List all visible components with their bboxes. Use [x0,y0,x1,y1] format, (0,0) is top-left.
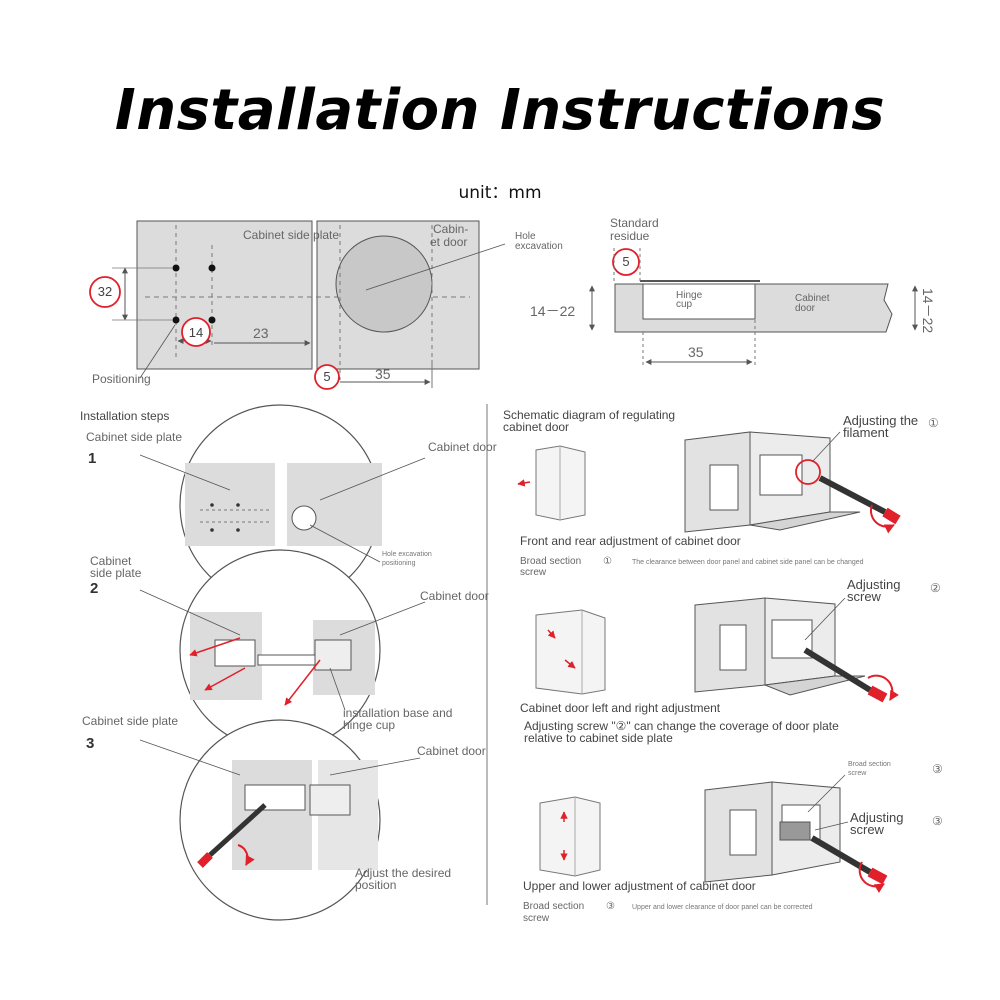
label-hole-1: Hole [515,231,536,242]
step2-base-2: hinge cup [343,718,396,732]
r3-note-2: screw [523,913,550,924]
label-cup: cup [676,299,693,310]
r3-callout-2: screw [850,822,884,837]
step2-side-plate-1: Cabinet [90,554,132,568]
r1-caption: Front and rear adjustment of cabinet doo… [520,534,741,548]
dim-23: 23 [253,325,269,341]
step2-side-plate-2: side plate [90,566,142,580]
r1-note-num: ① [603,556,612,567]
regulating-heading-2: cabinet door [503,420,570,434]
r3-note-num: ③ [606,901,615,912]
dim-5-badge [612,248,640,276]
r2-caption: Cabinet door left and right adjustment [520,701,721,715]
step1-side-plate: Cabinet side plate [86,430,183,444]
step3-illustration [139,719,421,921]
page-title: Installation Instructions [114,78,886,143]
r3-callout-num: ③ [932,814,943,828]
dim-5-section: 5 [622,254,630,269]
r1-callout-1: Adjusting the [843,413,919,428]
r2-note-1: Adjusting screw "②" can change the cover… [524,719,839,733]
label-residue: residue [610,229,650,243]
label-hole-2: excavation [515,241,563,252]
label-positioning: Positioning [92,372,151,386]
label-standard: Standard [610,216,659,230]
step3-number: 3 [86,735,95,752]
step3-adjust-2: position [355,878,397,892]
dim-14-22-left: 14－22 [530,303,576,319]
r3-broad-num: ③ [932,762,943,776]
r3-caption: Upper and lower adjustment of cabinet do… [523,879,756,893]
cabinet-side-plate-panel [136,220,313,370]
dim-14-badge [181,317,211,347]
dim-14: 14 [188,325,204,340]
installation-steps-heading: Installation steps [80,409,170,423]
hinge-illustration-1 [684,431,901,534]
dim-32: 32 [97,284,113,299]
step3-adjust-1: Adjust the desired [355,866,452,880]
label-cabinet-door-1: Cabin- [433,222,469,236]
r3-broad-2: screw [848,770,867,777]
label-cabinet-side-plate: Cabinet side plate [243,228,340,242]
label-cabinet-door-2: et door [430,235,468,249]
step1-illustration [139,404,426,606]
r1-note-2: screw [520,567,547,578]
step3-side-plate: Cabinet side plate [82,714,179,728]
r2-callout-num: ② [930,581,941,595]
r3-broad-1: Broad section [848,761,891,768]
screw-hole-dot [172,264,180,272]
regulating-box-3 [539,796,601,877]
screw-hole-dot [208,264,216,272]
step1-number: 1 [88,450,97,467]
r1-callout-2: filament [843,425,889,440]
step2-number: 2 [90,580,99,597]
r3-callout-1: Adjusting [850,810,904,825]
r3-note-small: Upper and lower clearance of door panel … [632,904,813,911]
screw-hole-dot [172,316,180,324]
step1-hole-2: positioning [382,560,416,567]
section-diagram [589,248,918,368]
top-plate-diagram [89,220,506,390]
label-hinge: Hinge [676,290,703,301]
hinge-illustration-3 [704,774,888,893]
r1-callout-num: ① [928,416,939,430]
step1-door: Cabinet door [428,440,497,454]
r2-callout-1: Adjusting [847,577,901,592]
regulating-heading-1: Schematic diagram of regulating [503,408,676,422]
dim-14-22-right: 14－22 [920,288,936,334]
hinge-cup-section [642,283,756,320]
r3-note-1: Broad section [523,901,585,912]
dim-32-badge [89,276,121,308]
screw-hole-dot [208,316,216,324]
regulating-box-1 [517,445,586,521]
dim-5-badge [314,364,340,390]
dim-35-section: 35 [688,344,704,360]
step2-base-1: installation base and [343,706,453,720]
step1-hole-1: Hole excavation [382,551,432,558]
r2-callout-2: screw [847,589,881,604]
unit-label: unit：mm [458,183,542,203]
hinge-illustration-2 [694,597,899,703]
step3-door: Cabinet door [417,744,486,758]
label-section-door: door [795,303,816,314]
r1-note-small: The clearance between door panel and cab… [632,559,864,566]
r1-note-1: Broad section [520,556,582,567]
step2-door: Cabinet door [420,589,489,603]
dim-35-top: 35 [375,366,391,382]
r2-note-2: relative to cabinet side plate [524,731,673,745]
regulating-box-2 [535,609,606,695]
dim-5-top: 5 [323,369,331,384]
label-section-cabinet: Cabinet [795,293,830,304]
